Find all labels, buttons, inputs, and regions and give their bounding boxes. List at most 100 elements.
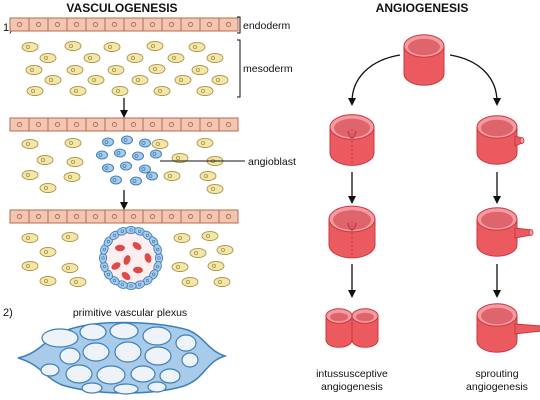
mesoderm-cell [107, 64, 125, 76]
angioblast-label: angioblast [248, 156, 296, 168]
plexus-lumen [41, 328, 79, 348]
endoderm-cell [123, 209, 144, 224]
mesoderm-cell [191, 64, 209, 76]
plexus-lumen [181, 352, 199, 368]
angioblast-cell [146, 171, 158, 181]
plexus-lumen [82, 342, 110, 362]
mesoderm-cell [199, 170, 217, 182]
vessel-inner [481, 119, 513, 137]
endoderm-cell [104, 117, 125, 132]
vessel-tube [476, 115, 525, 165]
intussusceptive-stage-3 [325, 308, 379, 348]
mesoderm-cell [167, 52, 185, 64]
endoderm-nucleus [187, 214, 194, 219]
endoderm-nucleus [206, 22, 213, 27]
blood-vessel-cross-section [98, 225, 164, 291]
endoderm-nucleus [73, 214, 80, 219]
vessel-tube [328, 205, 376, 259]
step-2-label: 2) [3, 307, 13, 319]
arrow-to-intussusceptive [348, 54, 401, 106]
endoderm-cell [28, 117, 49, 132]
plexus-lumen [113, 383, 139, 395]
sprouting-stage-1 [476, 115, 525, 165]
mesoderm-cell [201, 230, 219, 242]
vessel-tube [476, 207, 534, 257]
vessel-tube [351, 308, 379, 348]
endoderm-nucleus [168, 214, 175, 219]
sprouting-caption-line1: sprouting [475, 368, 518, 380]
mesoderm-cell [196, 137, 214, 149]
plexus-lumen [147, 381, 167, 393]
endoderm-cell [142, 117, 163, 132]
vessel-inner [408, 38, 440, 56]
mesoderm-cell [69, 85, 87, 97]
mesoderm-cell [66, 64, 84, 76]
mesoderm-cell [163, 170, 181, 182]
angioblast-cell [120, 161, 132, 171]
mesoderm-cell [171, 261, 189, 273]
mesoderm-cell [213, 276, 231, 288]
blood-cell [133, 266, 143, 274]
endoderm-label: endoderm [243, 20, 291, 32]
endoderm-cell [161, 17, 182, 32]
endoderm-cell [9, 117, 30, 132]
blood-cell [123, 255, 131, 265]
blood-cell [115, 244, 125, 252]
endoderm-nucleus [92, 214, 99, 219]
endoderm-cell [9, 209, 30, 224]
angioblast-cell [96, 150, 108, 160]
step-1-label: 1) [3, 22, 13, 34]
mesoderm-cell [196, 85, 214, 97]
mesoderm-cell [181, 276, 199, 288]
sprouting-stage-2 [476, 207, 534, 257]
vessel-inner [334, 118, 370, 138]
plexus-lumen [109, 322, 139, 340]
endoderm-cell [161, 209, 182, 224]
vessel-sprout [514, 227, 532, 239]
mesoderm-cell [69, 276, 87, 288]
endoderm-cell [85, 209, 106, 224]
endoderm-nucleus [35, 22, 42, 27]
arrow-to-sprouting [449, 54, 501, 106]
endothelial-cell [153, 243, 162, 255]
mesoderm-cell [146, 40, 164, 52]
primitive-vascular-plexus [17, 321, 228, 395]
vessel-tube [329, 114, 375, 166]
mesoderm-cell [111, 85, 129, 97]
mesoderm-cell [44, 74, 62, 86]
endoderm-nucleus [35, 122, 42, 127]
sprout-tip [519, 137, 525, 144]
endoderm-cell [199, 117, 220, 132]
angioblast-cell [132, 151, 144, 161]
endoderm-cell [180, 209, 201, 224]
intussusceptive-stage-1 [329, 114, 375, 166]
mesoderm-cell [153, 85, 171, 97]
endoderm-nucleus [149, 122, 156, 127]
mesoderm-cell [36, 154, 54, 166]
endoderm-nucleus [225, 22, 232, 27]
mesoderm-cell [189, 247, 207, 259]
stage-2-tissue [9, 117, 239, 195]
endoderm-bracket [237, 16, 241, 34]
mesoderm-cell [39, 246, 57, 258]
endoderm-cell [161, 117, 182, 132]
mesoderm-cell [39, 182, 57, 194]
plexus-label: primitive vascular plexus [73, 307, 187, 319]
endoderm-nucleus [130, 214, 137, 219]
endoderm-cell [218, 117, 239, 132]
mesoderm-cell [148, 63, 166, 75]
endoderm-nucleus [92, 22, 99, 27]
endoderm-cell [104, 17, 125, 32]
mesoderm-cell [211, 74, 229, 86]
mesoderm-cell [103, 41, 121, 53]
endoderm-cell [142, 209, 163, 224]
endoderm-nucleus [225, 122, 232, 127]
endoderm-nucleus [130, 22, 137, 27]
vessel-tube [476, 303, 540, 353]
vasculogenesis-title: VASCULOGENESIS [66, 1, 177, 15]
plexus-lumen [79, 323, 107, 341]
plexus-lumen [81, 382, 103, 394]
mesoderm-cell [61, 231, 79, 243]
mesoderm-cell [21, 232, 39, 244]
endoderm-nucleus [130, 122, 137, 127]
